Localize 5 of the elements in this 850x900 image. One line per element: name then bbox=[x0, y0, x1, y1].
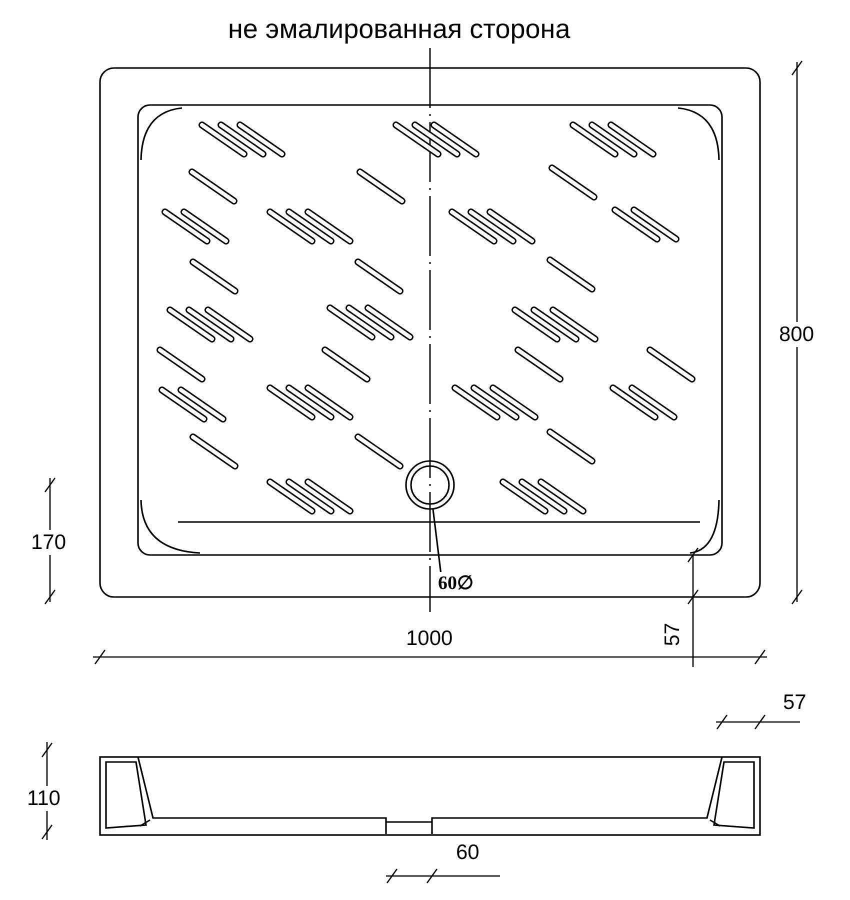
drain-hole bbox=[405, 460, 455, 510]
dimension-label: 800 bbox=[778, 322, 816, 347]
dimension-label: 170 bbox=[30, 530, 68, 555]
dimension-label: 110 bbox=[26, 786, 62, 811]
leader-line bbox=[432, 508, 442, 574]
